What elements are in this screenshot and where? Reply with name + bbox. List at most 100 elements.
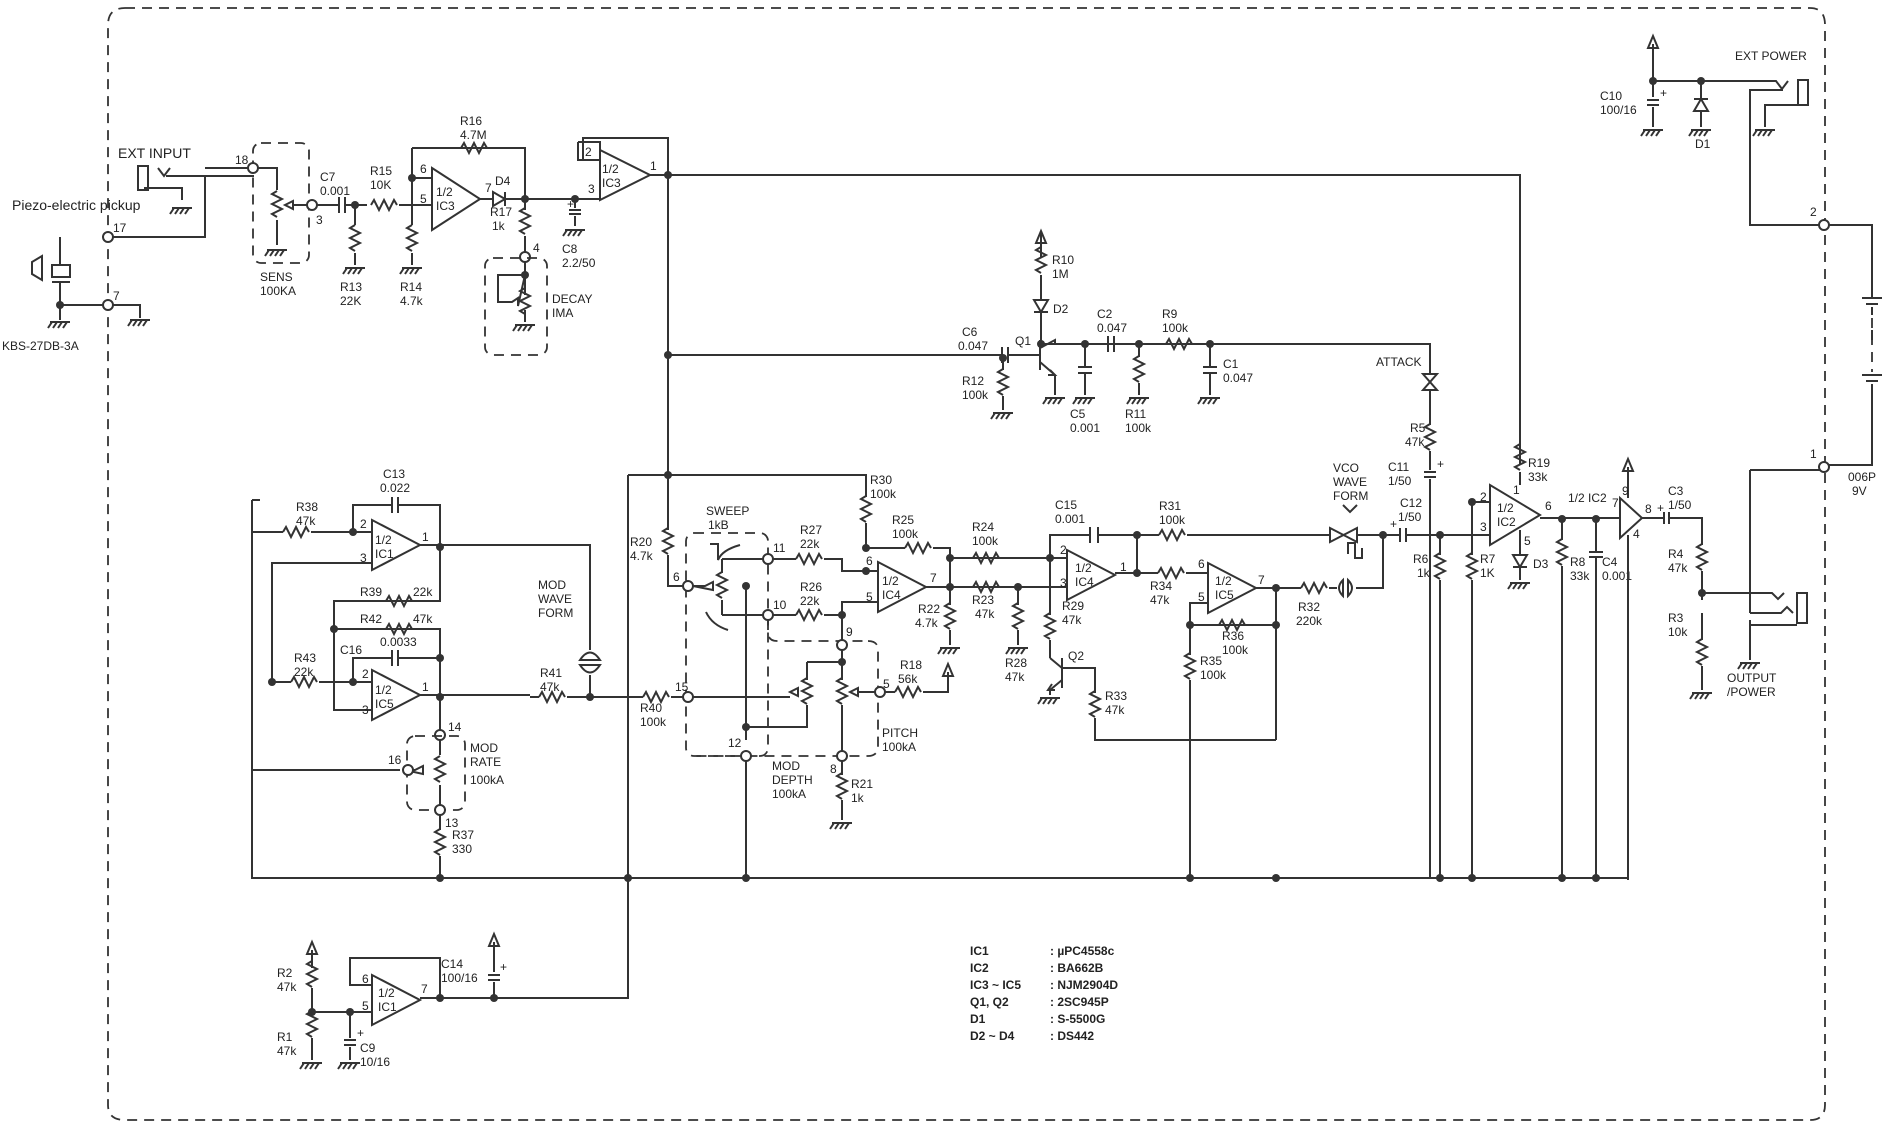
c3-plus: + <box>1657 501 1664 515</box>
r17-label: R17 <box>490 205 512 219</box>
mod-waveform-led-icon[interactable] <box>578 651 602 674</box>
modrate-label-1: MOD <box>470 741 498 755</box>
r32-label: R32 <box>1298 600 1320 614</box>
r19-value: 33k <box>1528 470 1548 484</box>
r7-value: 1K <box>1480 566 1495 580</box>
c13-label: C13 <box>383 467 405 481</box>
ic4b-pin3: 3 <box>1060 576 1067 590</box>
moddepth-label-3: 100kA <box>772 787 806 801</box>
parts-value: : DS442 <box>1050 1029 1094 1043</box>
ic3b-pin1: 1 <box>650 159 657 173</box>
c10-value: 100/16 <box>1600 103 1637 117</box>
r15-value: 10K <box>370 178 391 192</box>
ic3a-pin5: 5 <box>420 192 427 206</box>
ic1b-pin5: 5 <box>362 999 369 1013</box>
decay-pot-box <box>484 257 548 356</box>
ic3a-label-1: 1/2 <box>436 185 453 199</box>
parts-value: : µPC4558c <box>1050 944 1115 958</box>
c9-label: C9 <box>360 1041 376 1055</box>
r42-label: R42 <box>360 612 382 626</box>
r14-label: R14 <box>400 280 422 294</box>
r8-value: 33k <box>1570 569 1590 583</box>
pin-12-label: 12 <box>728 736 742 750</box>
ic3a-pin6: 6 <box>420 162 427 176</box>
ic4b-label-2: IC4 <box>1075 575 1094 589</box>
ext-power-jack[interactable] <box>1797 79 1809 106</box>
ic2b-label: 1/2 IC2 <box>1568 491 1607 505</box>
pin-10-label: 10 <box>773 598 787 612</box>
pin-13-label: 13 <box>445 816 459 830</box>
r30-value: 100k <box>870 487 897 501</box>
modrate-label-3: 100kA <box>470 773 504 787</box>
r6-label: R6 <box>1413 552 1429 566</box>
r18-label: R18 <box>900 658 922 672</box>
ic1b-pin7: 7 <box>421 982 428 996</box>
ic1b-opamp <box>371 973 423 1027</box>
r39-label: R39 <box>360 585 382 599</box>
r4-label: R4 <box>1668 547 1684 561</box>
c8-label: C8 <box>562 242 578 256</box>
vco-label-2: WAVE <box>1333 475 1367 489</box>
pin-3 <box>306 199 318 211</box>
square-wave-led-icon[interactable] <box>1338 535 1384 599</box>
vco-wave-selector-icon[interactable] <box>1329 526 1358 544</box>
r36-label: R36 <box>1222 629 1244 643</box>
ic3a-opamp <box>431 166 482 232</box>
ic5a-label-2: IC5 <box>375 697 394 711</box>
ic5b-label-1: 1/2 <box>1215 574 1232 588</box>
c6-value: 0.047 <box>958 339 988 353</box>
c3-value: 1/50 <box>1668 498 1692 512</box>
r34-value: 47k <box>1150 593 1170 607</box>
piezo-element-icon <box>31 237 71 305</box>
q1-label: Q1 <box>1015 334 1031 348</box>
vco-label-1: VCO <box>1333 461 1359 475</box>
ic4b-pin1: 1 <box>1120 560 1127 574</box>
pin-2-label: 2 <box>1810 205 1817 219</box>
pin-1 <box>1818 461 1830 473</box>
c5-value: 0.001 <box>1070 421 1100 435</box>
pin-8-label: 8 <box>830 762 837 776</box>
vco-label-3: FORM <box>1333 489 1368 503</box>
c15-value: 0.001 <box>1055 512 1085 526</box>
pin-6-label: 6 <box>673 570 680 584</box>
r5-label: R5 <box>1410 421 1426 435</box>
ic1b-label-2: IC1 <box>378 1000 397 1014</box>
pin-15-label: 15 <box>675 680 689 694</box>
ic2a-pin6: 6 <box>1545 499 1552 513</box>
r29-label: R29 <box>1062 599 1084 613</box>
r42-value: 47k <box>413 612 433 626</box>
battery-label: 006P <box>1848 470 1876 484</box>
r37-value: 330 <box>452 842 472 856</box>
r23-value: 47k <box>975 607 995 621</box>
parts-ref: IC1 <box>970 944 989 958</box>
ext-input-jack[interactable] <box>137 165 149 191</box>
parts-ref: IC2 <box>970 961 989 975</box>
parts-ref: D1 <box>970 1012 986 1026</box>
r5-value: 47k <box>1405 435 1425 449</box>
sens-value: 100KA <box>260 284 296 298</box>
piezo-label: Piezo-electric pickup <box>12 197 141 213</box>
r40-label: R40 <box>640 701 662 715</box>
ic2a-pin5: 5 <box>1524 534 1531 548</box>
c4-label: C4 <box>1602 555 1618 569</box>
c8-plus: + <box>567 197 574 211</box>
r11-value: 100k <box>1125 421 1152 435</box>
moddepth-label-2: DEPTH <box>772 773 813 787</box>
ic4b-label-1: 1/2 <box>1075 561 1092 575</box>
r15-label: R15 <box>370 164 392 178</box>
ic5a-pin2: 2 <box>362 667 369 681</box>
r16-value: 4.7M <box>460 128 487 142</box>
sens-pot-box <box>252 142 310 264</box>
r3-label: R3 <box>1668 611 1684 625</box>
parts-value: : NJM2904D <box>1050 978 1118 992</box>
pin-5-label: 5 <box>883 677 890 691</box>
ic5b-opamp <box>1207 561 1259 615</box>
r1-value: 47k <box>277 1044 297 1058</box>
output-jack[interactable] <box>1796 592 1808 624</box>
ic3b-label-2: IC3 <box>602 176 621 190</box>
r28-label: R28 <box>1005 656 1027 670</box>
ic3a-label-2: IC3 <box>436 199 455 213</box>
ic1b-label-1: 1/2 <box>378 986 395 1000</box>
r25-value: 100k <box>892 527 919 541</box>
r12-label: R12 <box>962 374 984 388</box>
